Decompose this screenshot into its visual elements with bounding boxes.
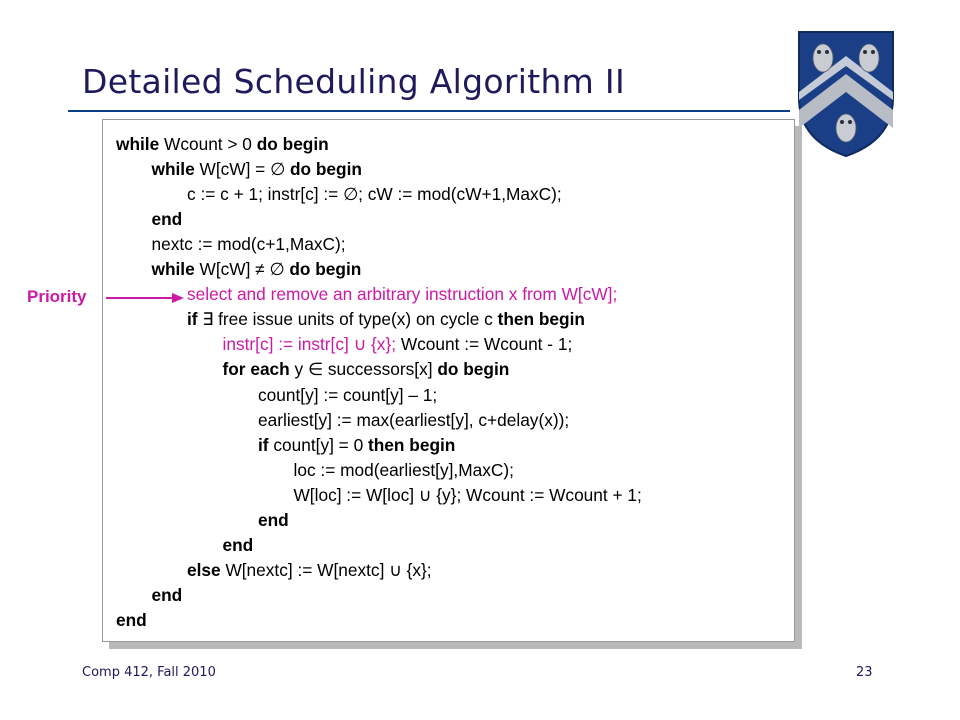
code-text: count[y] := count[y] – 1; [258, 384, 438, 405]
code-keyword: if [187, 309, 198, 330]
code-text: W[nextc] := W[nextc] ∪ {x}; [220, 559, 432, 580]
code-text: ∃ free issue units of type(x) on cycle c [197, 309, 498, 330]
code-line: W[loc] := W[loc] ∪ {y}; Wcount := Wcount… [294, 483, 642, 508]
code-line: end [152, 583, 183, 608]
code-line: end [223, 533, 254, 558]
code-line: c := c + 1; instr[c] := ∅; cW := mod(cW+… [187, 182, 562, 207]
code-keyword: while [116, 134, 160, 154]
code-line: select and remove an arbitrary instructi… [187, 282, 617, 307]
arrow-right-icon [106, 293, 184, 303]
code-text: y ∈ successors[x] [289, 359, 438, 380]
code-keyword: do begin [289, 159, 362, 180]
code-line: while Wcount > 0 do begin [116, 132, 329, 157]
code-line: nextc := mod(c+1,MaxC); [152, 232, 346, 257]
code-text: loc := mod(earliest[y],MaxC); [293, 459, 514, 480]
code-line: else W[nextc] := W[nextc] ∪ {x}; [187, 558, 432, 583]
code-text: W[cW] = ∅ [194, 159, 290, 180]
code-line: if ∃ free issue units of type(x) on cycl… [187, 307, 585, 332]
course-footer: Comp 412, Fall 2010 [82, 665, 216, 680]
university-shield-logo-icon [798, 31, 894, 158]
code-text: count[y] = 0 [268, 434, 368, 455]
code-line: end [152, 207, 183, 232]
page-number: 23 [856, 665, 873, 680]
code-keyword: while [151, 259, 195, 280]
code-keyword: do begin [256, 134, 329, 154]
code-keyword: then begin [497, 309, 585, 330]
code-text: earliest[y] := max(earliest[y], c+delay(… [258, 409, 570, 430]
code-line: end [116, 608, 147, 633]
code-line: count[y] := count[y] – 1; [258, 383, 437, 408]
slide-title: Detailed Scheduling Algorithm II [82, 62, 625, 101]
code-text: select and remove an arbitrary instructi… [187, 284, 618, 305]
code-keyword: do begin [437, 359, 510, 380]
code-text: W[cW] ≠ ∅ [194, 259, 290, 280]
code-keyword: end [258, 509, 289, 530]
code-line: instr[c] := instr[c] ∪ {x}; Wcount := Wc… [223, 332, 573, 357]
code-keyword: then begin [368, 434, 456, 455]
code-text: W[loc] := W[loc] ∪ {y}; Wcount := Wcount… [293, 484, 642, 505]
code-line: for each y ∈ successors[x] do begin [223, 357, 510, 382]
code-keyword: end [151, 209, 183, 230]
code-keyword: if [258, 434, 269, 455]
code-line: if count[y] = 0 then begin [258, 433, 455, 458]
code-line: earliest[y] := max(earliest[y], c+delay(… [258, 408, 569, 433]
code-keyword: else [187, 559, 221, 580]
code-keyword: end [151, 584, 183, 605]
code-text: nextc := mod(c+1,MaxC); [151, 234, 346, 255]
code-keyword: end [222, 534, 254, 555]
code-keyword: end [116, 609, 147, 630]
code-line: loc := mod(earliest[y],MaxC); [294, 458, 514, 483]
code-line: while W[cW] = ∅ do begin [152, 157, 362, 182]
title-underline [68, 110, 790, 112]
code-line: end [258, 508, 289, 533]
code-text: c := c + 1; instr[c] := ∅; cW := mod(cW+… [187, 184, 562, 205]
code-text: Wcount > 0 [159, 134, 257, 154]
code-line: while W[cW] ≠ ∅ do begin [152, 257, 362, 282]
priority-annotation-label: Priority [27, 287, 87, 306]
code-keyword: while [151, 159, 195, 180]
code-keyword: for each [222, 359, 290, 380]
code-text: instr[c] := instr[c] ∪ {x}; [222, 334, 397, 355]
code-text: Wcount := Wcount - 1; [396, 334, 573, 355]
code-keyword: do begin [289, 259, 362, 280]
